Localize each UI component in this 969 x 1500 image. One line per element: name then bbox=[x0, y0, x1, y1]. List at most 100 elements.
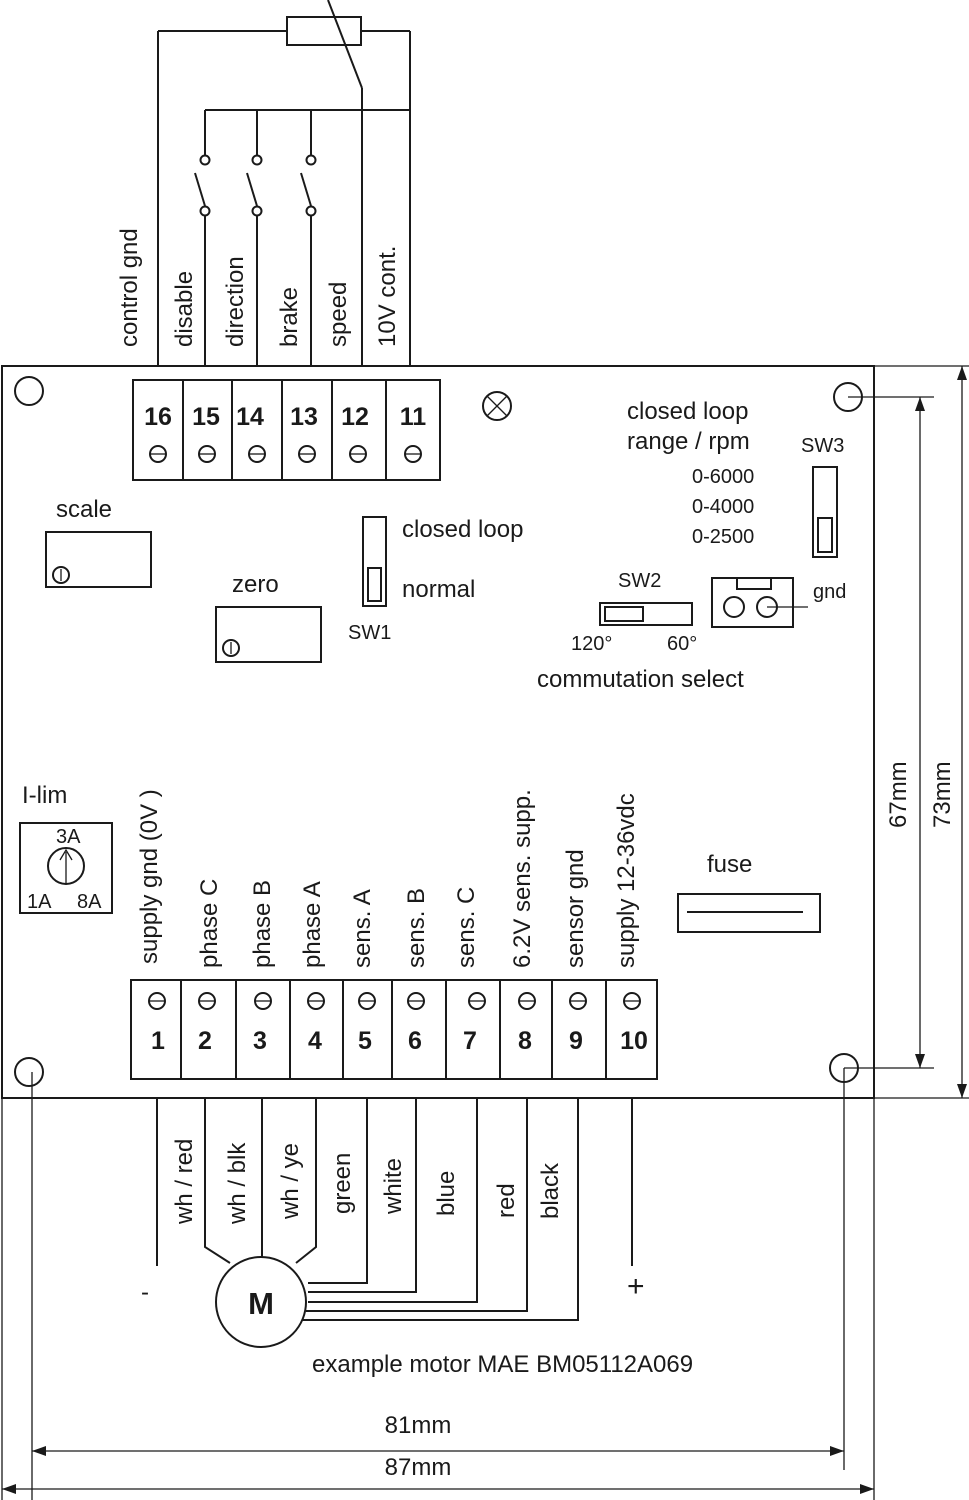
angle-60-label: 60° bbox=[667, 633, 697, 655]
label-brake: brake bbox=[276, 287, 303, 347]
label-sens-b: sens. B bbox=[403, 888, 430, 968]
wire-color-green: green bbox=[329, 1153, 356, 1214]
svg-text:3: 3 bbox=[253, 1027, 267, 1055]
closed-loop-range: closed loop range / rpm 0-6000 0-4000 0-… bbox=[627, 398, 754, 548]
bottom-terminal-block: 1 2 3 4 5 6 7 bbox=[130, 979, 658, 1080]
angle-120-label: 120° bbox=[571, 633, 612, 655]
svg-text:13: 13 bbox=[290, 403, 318, 431]
dimension-67mm: 67mm bbox=[885, 761, 912, 828]
sw3-switch[interactable]: SW3 bbox=[801, 435, 844, 558]
jumper-pin-icon bbox=[723, 596, 745, 618]
scale-trimmer[interactable]: scale bbox=[45, 496, 152, 588]
terminal-5: 5 bbox=[358, 992, 376, 1055]
label-direction: direction bbox=[222, 256, 249, 347]
range-6000: 0-6000 bbox=[692, 466, 754, 488]
wire-color-wh-red: wh / red bbox=[171, 1139, 198, 1225]
label-sensor-gnd: sensor gnd bbox=[562, 849, 589, 968]
ilim-3a-label: 3A bbox=[56, 826, 81, 848]
svg-text:14: 14 bbox=[236, 403, 264, 431]
terminal-14: 14 bbox=[236, 403, 266, 463]
sw1-switch[interactable]: SW1 closed loop normal bbox=[348, 516, 523, 644]
terminal-7: 7 bbox=[463, 992, 486, 1055]
svg-text:4: 4 bbox=[308, 1027, 322, 1055]
mounting-hole-top-left bbox=[14, 376, 44, 406]
dimension-73mm: 73mm bbox=[929, 761, 956, 828]
switch-disable bbox=[194, 110, 211, 372]
label-sens-c: sens. C bbox=[453, 887, 480, 968]
terminal-11: 11 bbox=[400, 403, 427, 463]
wire-color-blue: blue bbox=[433, 1171, 460, 1216]
terminal-8: 8 bbox=[518, 992, 536, 1055]
svg-text:M: M bbox=[248, 1286, 274, 1321]
motor-wiring: M wh / red wh / blk wh / ye green white … bbox=[141, 1099, 693, 1378]
terminal-9: 9 bbox=[569, 992, 587, 1055]
minus-sign: - bbox=[141, 1279, 149, 1306]
label-supply-gnd: supply gnd (0V ) bbox=[136, 789, 163, 964]
label-supply-vdc: supply 12-36vdc bbox=[613, 793, 640, 968]
sw3-slider bbox=[817, 517, 833, 553]
svg-text:6: 6 bbox=[408, 1027, 422, 1055]
label-control-gnd: control gnd bbox=[116, 228, 143, 347]
terminal-4: 4 bbox=[307, 992, 325, 1055]
commutation-select-label: commutation select bbox=[537, 666, 744, 693]
terminal-1: 1 bbox=[148, 992, 166, 1055]
sw2-slider bbox=[604, 606, 644, 622]
gnd-label: gnd bbox=[813, 581, 846, 603]
svg-text:7: 7 bbox=[463, 1027, 477, 1055]
svg-text:11: 11 bbox=[400, 403, 427, 431]
sw2-switch[interactable]: SW2 120° 60° commutation select bbox=[537, 570, 744, 693]
svg-text:15: 15 bbox=[192, 403, 220, 431]
range-title-line1: closed loop bbox=[627, 398, 748, 425]
dimension-lines: 81mm 87mm 67mm 73mm bbox=[1, 365, 969, 1500]
plus-sign: + bbox=[627, 1270, 645, 1303]
dimension-87mm: 87mm bbox=[385, 1454, 452, 1481]
terminal-12: 12 bbox=[341, 403, 369, 463]
gnd-jumper[interactable]: gnd bbox=[711, 577, 846, 628]
terminal-13: 13 bbox=[290, 403, 318, 463]
terminal-3: 3 bbox=[253, 992, 272, 1055]
top-terminal-block: 16 15 14 13 12 11 bbox=[132, 379, 441, 481]
fuse-label: fuse bbox=[707, 851, 752, 878]
motor-caption: example motor MAE BM05112A069 bbox=[312, 1351, 693, 1378]
label-sens-supp: 6.2V sens. supp. bbox=[509, 789, 536, 968]
range-2500: 0-2500 bbox=[692, 526, 754, 548]
zero-trimmer[interactable]: zero bbox=[215, 571, 322, 663]
mounting-hole-bottom-left bbox=[14, 1057, 44, 1087]
terminal-15: 15 bbox=[192, 403, 220, 463]
label-10v-cont: 10V cont. bbox=[374, 246, 401, 347]
potentiometer bbox=[286, 16, 362, 46]
terminal-2: 2 bbox=[198, 992, 216, 1055]
terminal-16: 16 bbox=[144, 403, 172, 463]
sw2-label: SW2 bbox=[618, 570, 661, 592]
bottom-terminal-labels: supply gnd (0V ) phase C phase B phase A… bbox=[136, 789, 640, 968]
ilim-8a-label: 8A bbox=[77, 891, 102, 913]
normal-label: normal bbox=[402, 576, 475, 603]
sw3-label: SW3 bbox=[801, 435, 844, 457]
wire-color-white: white bbox=[380, 1158, 407, 1215]
sw1-label: SW1 bbox=[348, 622, 391, 644]
svg-text:2: 2 bbox=[198, 1027, 212, 1055]
label-phase-c: phase C bbox=[196, 879, 223, 968]
sw1-slider bbox=[367, 567, 382, 602]
switch-direction bbox=[246, 110, 263, 372]
terminal-10: 10 bbox=[620, 992, 648, 1055]
switch-brake bbox=[300, 110, 317, 372]
range-4000: 0-4000 bbox=[692, 496, 754, 518]
ilim-label: I-lim bbox=[22, 782, 67, 809]
led-indicator-icon bbox=[482, 391, 512, 421]
label-phase-b: phase B bbox=[249, 880, 276, 968]
svg-text:16: 16 bbox=[144, 403, 172, 431]
current-limit-selector[interactable]: I-lim 3A 1A 8A bbox=[19, 782, 113, 914]
label-disable: disable bbox=[171, 271, 198, 347]
wire-color-red: red bbox=[493, 1183, 520, 1218]
ilim-1a-label: 1A bbox=[27, 891, 52, 913]
range-title-line2: range / rpm bbox=[627, 428, 750, 455]
label-phase-a: phase A bbox=[299, 881, 326, 968]
closed-loop-label: closed loop bbox=[402, 516, 523, 543]
svg-text:9: 9 bbox=[569, 1027, 583, 1055]
top-external-wiring: control gnd disable direction brake spee… bbox=[116, 0, 411, 372]
wire-color-wh-blk: wh / blk bbox=[224, 1142, 251, 1225]
label-sens-a: sens. A bbox=[349, 889, 376, 968]
dimension-81mm: 81mm bbox=[385, 1412, 452, 1439]
